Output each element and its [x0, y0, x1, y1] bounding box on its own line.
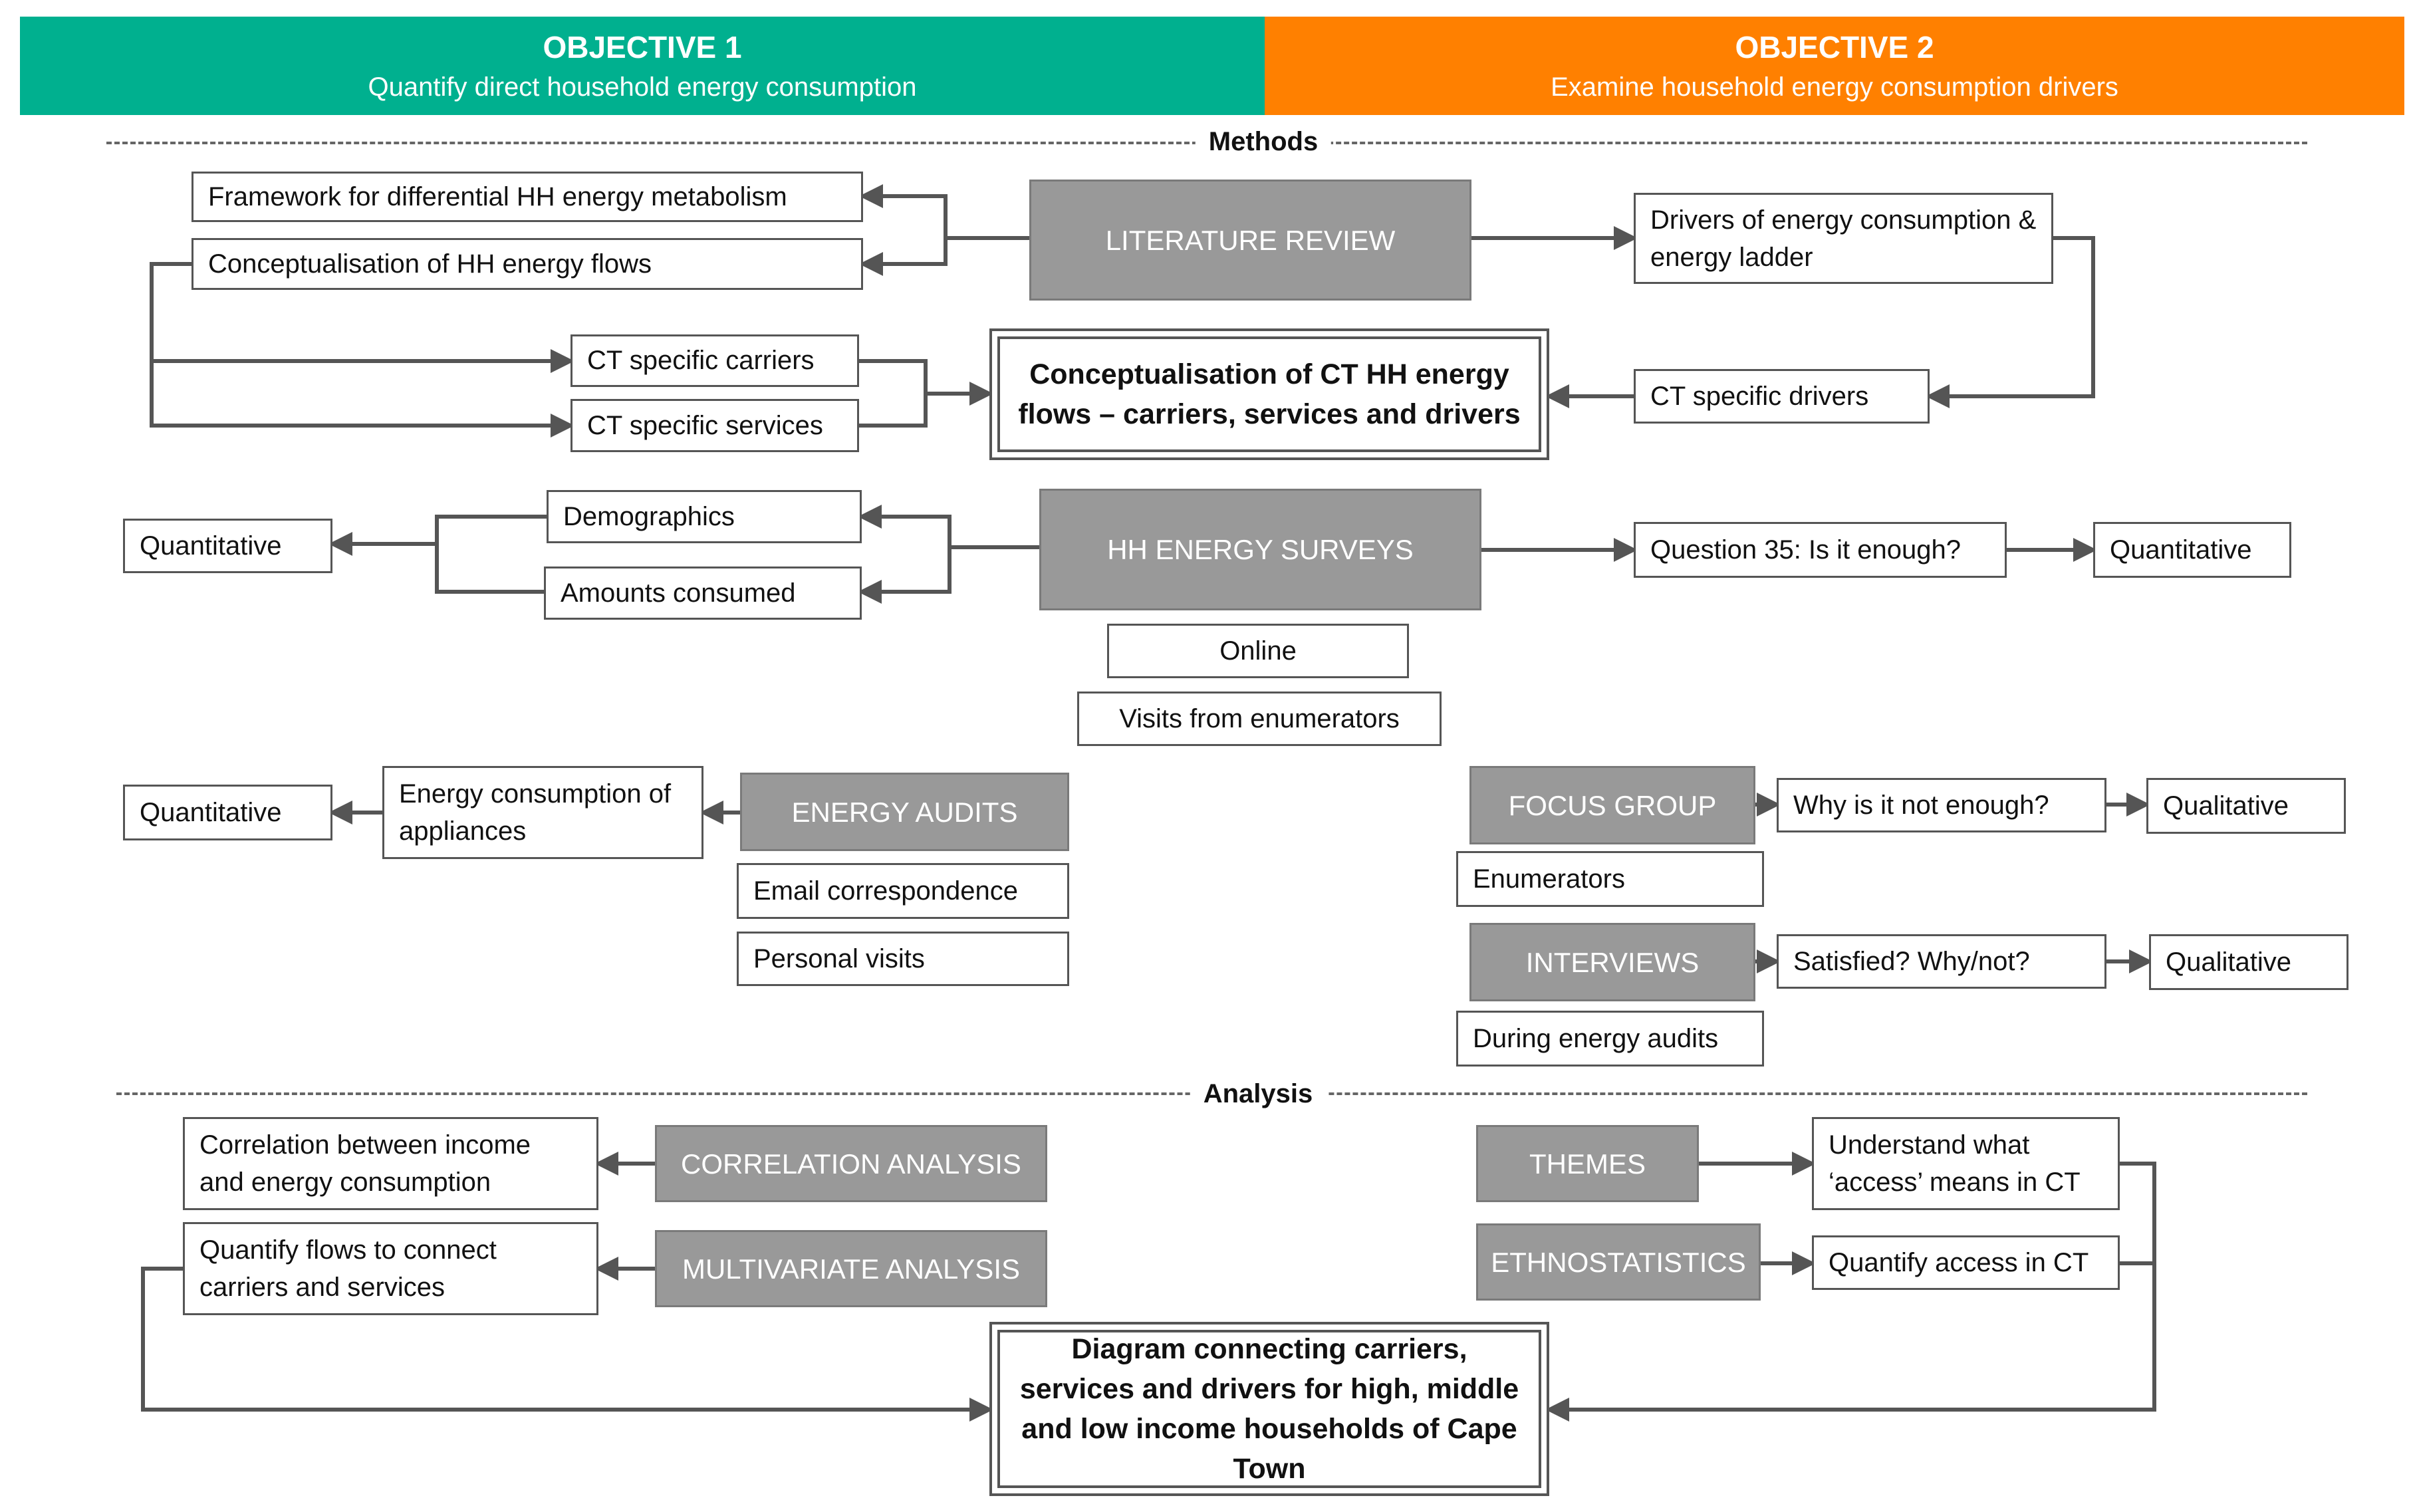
amounts-box: Amounts consumed	[544, 567, 862, 620]
connector-surveys-demographics	[858, 505, 951, 547]
quantify-access-box: Quantify access in CT	[1812, 1235, 2120, 1290]
objective-1-title: OBJECTIVE 1	[543, 30, 742, 64]
satisfied-box: Satisfied? Why/not?	[1777, 934, 2106, 989]
appliances-box: Energy consumption of appliances	[382, 766, 703, 859]
quantitative-q35-box: Quantitative	[2093, 522, 2291, 578]
correlation-analysis-box: CORRELATION ANALYSIS	[655, 1125, 1047, 1202]
correlation-result-box: Correlation between income and energy co…	[183, 1117, 598, 1210]
objective-1-header: OBJECTIVE 1 Quantify direct household en…	[20, 17, 1265, 115]
energy-audits-box: ENERGY AUDITS	[740, 773, 1069, 851]
connector-lr-framework	[859, 184, 948, 238]
objective-2-header: OBJECTIVE 2 Examine household energy con…	[1265, 17, 2404, 115]
understand-access-box: Understand what ‘access’ means in CT	[1812, 1117, 2120, 1210]
qualitative-focus-box: Qualitative	[2146, 778, 2346, 834]
ct-conceptualisation-box: Conceptualisation of CT HH energy flows …	[989, 328, 1549, 460]
objective-2-subtitle: Examine household energy consumption dri…	[1551, 72, 2118, 102]
connector-demographics-bracket	[435, 515, 547, 594]
ct-drivers-box: CT specific drivers	[1634, 369, 1930, 424]
themes-box: THEMES	[1476, 1125, 1699, 1202]
multivariate-analysis-box: MULTIVARIATE ANALYSIS	[655, 1230, 1047, 1307]
conceptualisation-flows-box: Conceptualisation of HH energy flows	[191, 238, 863, 290]
connector-surveys-amounts	[858, 547, 951, 604]
objective-1-subtitle: Quantify direct household energy consump…	[368, 72, 917, 102]
analysis-label: Analysis	[1190, 1077, 1327, 1110]
quantitative-audits-box: Quantitative	[123, 785, 332, 840]
objective-2-title: OBJECTIVE 2	[1735, 30, 1934, 64]
quantify-flows-box: Quantify flows to connect carriers and s…	[183, 1222, 598, 1315]
personal-box: Personal visits	[737, 932, 1069, 986]
email-box: Email correspondence	[737, 863, 1069, 919]
connector-drivers-ctdrivers	[1926, 236, 2095, 408]
focus-group-box: FOCUS GROUP	[1469, 766, 1755, 844]
drivers-ladder-box: Drivers of energy consumption & energy l…	[1634, 193, 2053, 284]
final-diagram-box: Diagram connecting carriers, services an…	[989, 1322, 1549, 1496]
ct-services-box: CT specific services	[571, 399, 859, 452]
interviews-box: INTERVIEWS	[1469, 923, 1755, 1001]
connector-access-bracket	[1545, 1162, 2156, 1422]
connector-concept-carriers	[150, 262, 574, 373]
enumerators-box: Enumerators	[1456, 851, 1764, 907]
demographics-box: Demographics	[547, 490, 862, 543]
ct-conceptualisation-text: Conceptualisation of CT HH energy flows …	[997, 336, 1541, 452]
final-diagram-text: Diagram connecting carriers, services an…	[997, 1330, 1541, 1488]
connector-concept-services	[150, 361, 574, 438]
quantitative-surveys-box: Quantitative	[123, 519, 332, 573]
connector-flows-final	[141, 1267, 993, 1422]
methods-label: Methods	[1195, 125, 1332, 158]
connector-carriers-bracket	[859, 359, 928, 428]
qualitative-interviews-box: Qualitative	[2149, 934, 2348, 990]
why-not-box: Why is it not enough?	[1777, 778, 2106, 832]
question35-box: Question 35: Is it enough?	[1634, 522, 2007, 578]
online-box: Online	[1107, 624, 1409, 678]
during-audits-box: During energy audits	[1456, 1011, 1764, 1067]
hh-surveys-box: HH ENERGY SURVEYS	[1039, 489, 1481, 610]
ethnostatistics-box: ETHNOSTATISTICS	[1476, 1223, 1761, 1301]
connector-lr-conceptualisation	[859, 238, 948, 276]
framework-box: Framework for differential HH energy met…	[191, 172, 863, 222]
ct-carriers-box: CT specific carriers	[571, 334, 859, 387]
enumerators-visits-box: Visits from enumerators	[1077, 692, 1442, 746]
literature-review-box: LITERATURE REVIEW	[1029, 180, 1471, 301]
